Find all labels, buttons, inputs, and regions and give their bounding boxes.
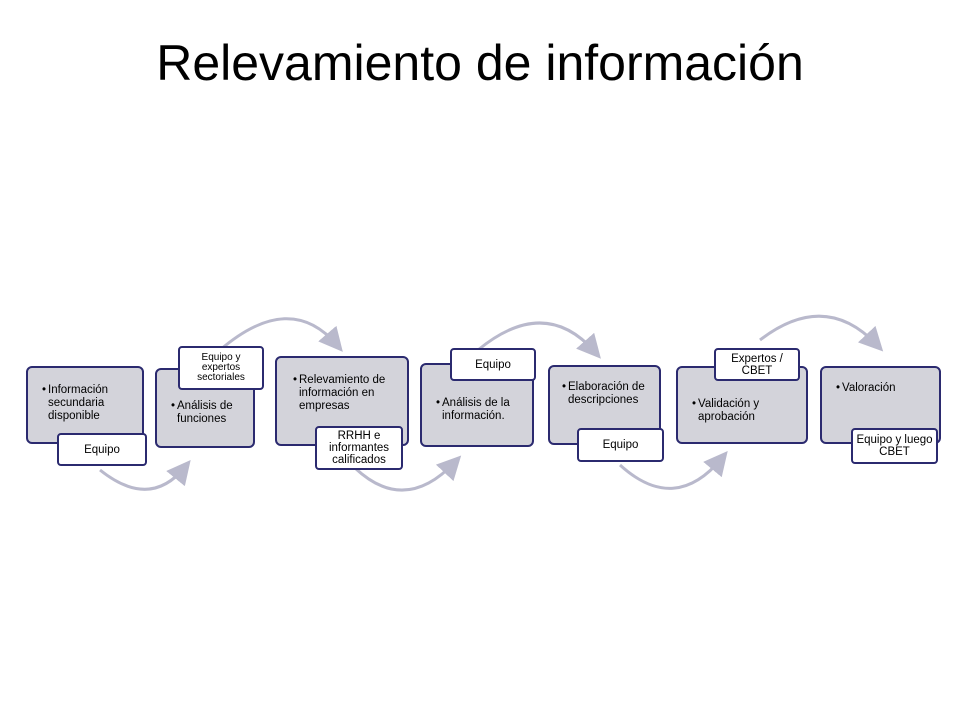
connector-arrow-4 (477, 321, 601, 359)
step-text-3: Relevamiento de información en empresas (293, 374, 399, 413)
connector-arrow-6 (759, 314, 884, 352)
step-tag-7: Equipo y luego CBET (851, 428, 938, 464)
step-text-4: Análisis de la información. (436, 397, 522, 423)
step-tag-2: Equipo y expertos sectoriales (178, 346, 264, 390)
step-box-5: Elaboración de descripciones (548, 365, 661, 445)
step-text-7: Valoración (836, 382, 932, 395)
step-text-2: Análisis de funciones (171, 400, 239, 426)
step-tag-6: Expertos / CBET (714, 348, 800, 381)
step-text-1: Información secundaria disponible (42, 384, 128, 423)
page-title: Relevamiento de información (156, 35, 804, 91)
step-tag-1: Equipo (57, 433, 147, 466)
connector-arrow-3 (353, 455, 462, 492)
connector-arrow-2 (219, 317, 343, 352)
step-tag-5: Equipo (577, 428, 664, 462)
connector-arrow-1 (99, 460, 191, 491)
step-text-6: Validación y aprobación (692, 398, 798, 424)
step-tag-3: RRHH e informantes calificados (315, 426, 403, 470)
step-text-5: Elaboración de descripciones (562, 381, 650, 407)
step-tag-4: Equipo (450, 348, 536, 381)
connector-arrow-5 (618, 451, 728, 490)
